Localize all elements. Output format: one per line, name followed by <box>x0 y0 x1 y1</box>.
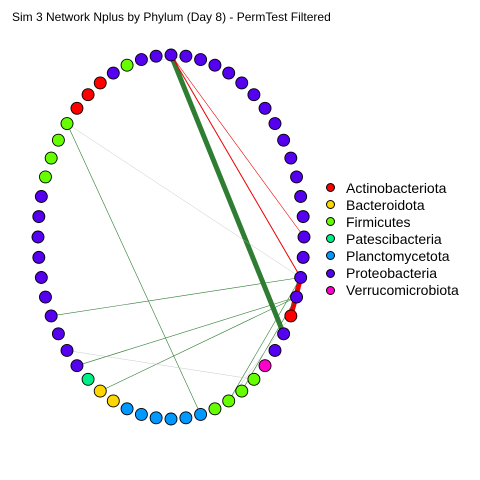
network-edge <box>66 350 254 380</box>
legend-item: Bacteroidota <box>326 196 459 213</box>
network-node <box>106 66 120 80</box>
network-node <box>258 101 272 115</box>
network-edge <box>170 54 305 238</box>
legend-item: Firmicutes <box>326 213 459 230</box>
network-node <box>235 384 249 398</box>
network-node <box>120 58 134 72</box>
network-edge <box>228 277 301 402</box>
network-node <box>32 210 46 224</box>
legend-label: Planctomycetota <box>346 247 450 264</box>
network-node <box>194 53 208 67</box>
network-node <box>284 309 298 323</box>
network-node <box>247 372 261 386</box>
network-node <box>296 250 310 264</box>
network-edge <box>51 277 301 317</box>
legend-swatch <box>326 251 335 261</box>
legend-label: Verrucomicrobiota <box>346 282 459 299</box>
legend-swatch <box>326 200 335 210</box>
network-node <box>222 66 236 80</box>
network-node <box>277 327 291 341</box>
network-node <box>51 133 65 147</box>
network-node <box>31 230 45 244</box>
network-node <box>34 190 48 203</box>
network-edge <box>100 296 297 392</box>
network-node <box>290 290 303 304</box>
network-node <box>268 344 282 357</box>
network-node <box>39 290 52 304</box>
network-node <box>81 88 95 102</box>
network-node <box>164 412 178 426</box>
legend-item: Actinobacteriota <box>326 179 459 196</box>
page-title: Sim 3 Network Nplus by Phylum (Day 8) - … <box>12 10 331 24</box>
network-node <box>296 210 310 224</box>
network-node <box>93 384 107 398</box>
legend-label: Patescibacteria <box>346 230 442 247</box>
legend-label: Firmicutes <box>346 213 411 230</box>
network-node <box>44 151 58 165</box>
legend-swatch <box>326 183 335 193</box>
legend-item: Patescibacteria <box>326 230 459 247</box>
network-node <box>284 151 298 165</box>
network-node <box>247 88 261 102</box>
network-node <box>294 190 308 203</box>
network-node <box>134 53 148 67</box>
network-node <box>51 327 65 341</box>
network-edge <box>170 54 302 278</box>
network-node <box>297 230 311 244</box>
network-node <box>208 402 222 416</box>
network-node <box>81 372 95 386</box>
network-node <box>179 411 193 425</box>
network-node <box>164 48 178 62</box>
network-node <box>106 394 120 408</box>
network-edge <box>76 296 297 366</box>
network-node <box>134 407 148 421</box>
network-node <box>60 344 74 357</box>
network-node <box>179 49 193 63</box>
legend-swatch <box>326 268 335 278</box>
legend-swatch <box>326 217 335 227</box>
network-node <box>294 271 308 284</box>
network-node <box>44 309 58 323</box>
network-node <box>93 76 107 90</box>
legend-label: Bacteroidota <box>346 196 425 213</box>
legend-item: Verrucomicrobiota <box>326 282 459 299</box>
legend-label: Actinobacteriota <box>346 179 447 196</box>
network-node <box>268 117 282 130</box>
legend-item: Proteobacteria <box>326 264 459 281</box>
legend-label: Proteobacteria <box>346 265 438 282</box>
network-node <box>149 411 163 425</box>
network-node <box>34 271 48 284</box>
network-node <box>235 76 249 90</box>
network-node <box>70 101 84 115</box>
network-node <box>60 117 74 130</box>
network-edge <box>66 123 201 415</box>
network-node <box>120 402 134 416</box>
network-edge <box>66 123 301 278</box>
network-node <box>290 170 303 184</box>
network-node <box>258 359 272 373</box>
network-node <box>39 170 52 184</box>
network-node <box>32 250 46 264</box>
network-node <box>149 49 163 63</box>
legend-item: Planctomycetota <box>326 247 459 264</box>
network-node <box>277 133 291 147</box>
network-node <box>70 359 84 373</box>
network-node <box>222 394 236 408</box>
network-node <box>194 407 208 421</box>
network-node <box>208 58 222 72</box>
legend-swatch <box>326 234 335 244</box>
legend-swatch <box>326 285 335 295</box>
network-edge <box>168 54 286 335</box>
